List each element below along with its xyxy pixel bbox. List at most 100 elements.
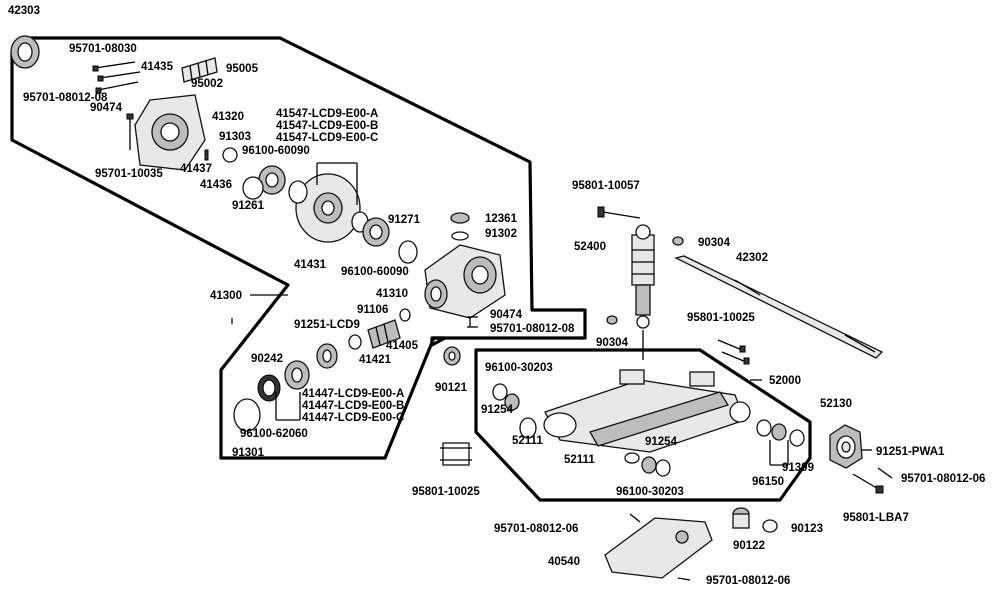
label-41435: 41435 (141, 61, 174, 73)
label-42303: 42303 (8, 5, 40, 17)
label-41437: 41437 (180, 163, 212, 175)
hub-52130-drawing (829, 424, 863, 469)
label-41436: 41436 (200, 179, 232, 191)
pinion-gear-41421-drawing (367, 319, 401, 349)
bolt-set-95801-10025-right-drawing (717, 339, 750, 365)
nut-90304-upper-drawing (672, 236, 684, 246)
label-96100-62060: 96100-62060 (240, 428, 308, 440)
bearing-96100-30203-lower-drawing (655, 459, 671, 477)
label-96100-30203-lower: 96100-30203 (616, 486, 684, 498)
label-41547-b: 41547-LCD9-E00-B (276, 120, 378, 132)
axle-shaft-42302-drawing (674, 255, 884, 359)
seal-91309-drawing (789, 429, 805, 447)
label-91106: 91106 (357, 304, 388, 316)
label-95701-08012-06-upper: 95701-08012-06 (494, 523, 578, 535)
gear-case-cover-41320-drawing (134, 94, 206, 171)
label-12361: 12361 (485, 213, 518, 225)
label-41421: 41421 (359, 354, 392, 366)
o-ring-91261-drawing (242, 176, 264, 200)
label-95005: 95005 (226, 63, 259, 75)
label-91251-pwa1: 91251-PWA1 (876, 446, 945, 458)
shim-drawing (288, 180, 308, 204)
label-90474-top: 90474 (90, 102, 123, 114)
label-40540: 40540 (548, 556, 580, 568)
label-95701-10035: 95701-10035 (95, 168, 163, 180)
label-52000: 52000 (769, 375, 801, 387)
bush-90121-drawing (443, 346, 461, 366)
label-90474-lower: 90474 (490, 309, 523, 321)
o-ring-91301-drawing (233, 398, 261, 432)
label-90123: 90123 (791, 523, 823, 535)
label-96100-60090-upper: 96100-60090 (242, 145, 310, 157)
label-52111-upper: 52111 (512, 435, 543, 447)
seal-91251-lcd9-drawing (316, 343, 338, 369)
label-52130: 52130 (820, 398, 852, 410)
label-90121: 90121 (435, 382, 468, 394)
bolt-95701-08012-06-upper-drawing (629, 513, 641, 523)
label-95701-08012-06-lower: 95701-08012-06 (706, 575, 790, 587)
label-91301: 91301 (232, 447, 265, 459)
label-41310: 41310 (376, 288, 408, 300)
label-91302: 91302 (485, 228, 517, 240)
protector-plate-40540-drawing (604, 517, 713, 579)
label-96100-60090-lower: 96100-60090 (341, 266, 409, 278)
label-41405: 41405 (386, 340, 419, 352)
label-95701-08012-08-top: 95701-08012-08 (23, 92, 108, 104)
swingarm-52000-drawing (543, 369, 751, 453)
label-41547-c: 41547-LCD9-E00-C (276, 132, 378, 144)
bolt-95701-08012-06-lower-drawing (677, 577, 691, 581)
bearing-96100-30203-upper-drawing (492, 383, 508, 401)
label-90242: 90242 (251, 353, 283, 365)
seal-91254-upper-drawing (504, 393, 520, 411)
washer-91106-drawing (399, 308, 411, 322)
label-91309: 91309 (782, 462, 814, 474)
seal-42303-drawing (10, 35, 40, 69)
gear-case-41310-drawing (424, 244, 506, 319)
label-42302: 42302 (736, 252, 768, 264)
seal-91254-lower-drawing (641, 456, 657, 474)
label-91303: 91303 (219, 131, 251, 143)
bracket-90121-outline (430, 336, 447, 347)
bearing-96100-60090-left-drawing (258, 165, 286, 195)
collar-52111-lower-drawing (624, 452, 640, 464)
washer-90123-drawing (762, 519, 778, 533)
label-95701-08012-08-lower: 95701-08012-08 (490, 323, 575, 335)
bearing-96150-drawing (756, 419, 787, 441)
label-90304-lower: 90304 (596, 337, 629, 349)
label-96100-30203-upper: 96100-30203 (485, 362, 553, 374)
label-52111-lower: 52111 (564, 454, 595, 466)
nut-41405-drawing (348, 334, 362, 350)
bolt-95701-08012-06-right-drawing (877, 467, 893, 479)
label-95801-10025-right: 95801-10025 (687, 312, 755, 324)
leader-lines (231, 162, 872, 466)
bolt-95801-lba7-drawing (852, 473, 884, 494)
bolt-set-95701-08030-drawing (92, 61, 141, 94)
label-95801-lba7: 95801-LBA7 (843, 512, 909, 524)
label-41447-a: 41447-LCD9-E00-A (302, 388, 404, 400)
shock-absorber-52400-drawing (631, 224, 655, 329)
collar-90122-drawing (732, 507, 750, 529)
label-41447-c: 41447-LCD9-E00-C (302, 412, 404, 424)
bearing-96100-62060-drawing (284, 360, 310, 390)
o-ring-91302-drawing (451, 231, 469, 241)
ring-gear-41431-drawing (295, 173, 361, 243)
label-90122: 90122 (733, 540, 765, 552)
label-95801-10025-left: 95801-10025 (412, 486, 480, 498)
bolt-set-95701-10035-drawing (126, 113, 134, 150)
bolt-95801-10057-drawing (597, 206, 641, 219)
label-91251-lcd9: 91251-LCD9 (294, 319, 360, 331)
label-90304-upper: 90304 (698, 237, 731, 249)
collar-52111-upper-drawing (519, 417, 537, 439)
label-41431: 41431 (294, 259, 327, 271)
pin-41437-drawing (204, 149, 209, 161)
o-ring-91271-drawing (398, 240, 418, 264)
label-41447-b: 41447-LCD9-E00-B (302, 400, 404, 412)
bolt-set-95801-10025-left-drawing (440, 442, 472, 466)
label-52400: 52400 (574, 241, 606, 253)
label-95801-10057: 95801-10057 (572, 180, 640, 192)
seal-90242-drawing (257, 374, 281, 402)
label-95701-08030: 95701-08030 (69, 43, 137, 55)
cap-12361-drawing (450, 212, 470, 224)
boot-95005-drawing (181, 57, 218, 83)
